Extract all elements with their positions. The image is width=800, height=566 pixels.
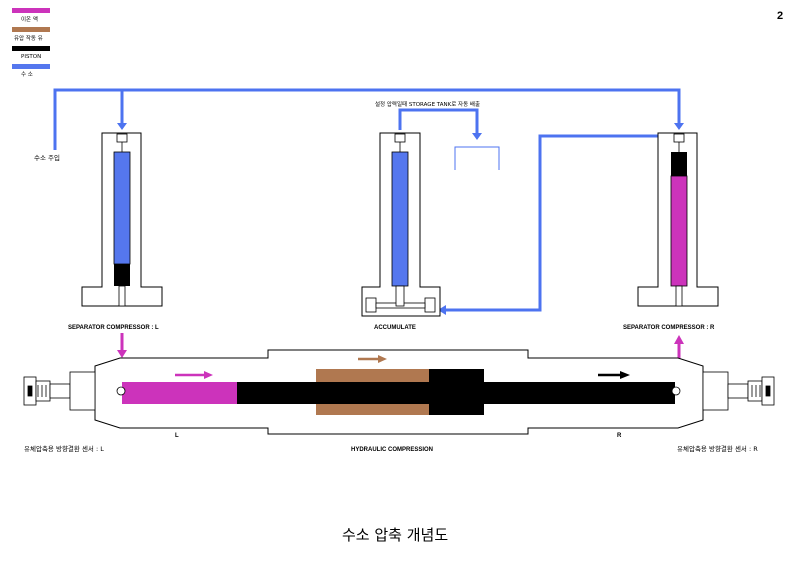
legend-swatch-hydrogen: [12, 64, 50, 69]
sensor-right-label: 유체압축용 방향결환 센서 : R: [677, 444, 758, 453]
hydraulic-compression-label: HYDRAULIC COMPRESSION: [351, 447, 433, 453]
right-feed-arrow: [674, 123, 684, 130]
hydraulic-cylinder: [94, 349, 704, 435]
accumulator-return-pipe: [445, 134, 680, 312]
left-feed-arrow: [117, 123, 127, 130]
piston-motion-arrow: [620, 371, 630, 379]
right-up-arrow: [674, 335, 684, 344]
storage-tank: [454, 146, 500, 170]
side-left-label: L: [175, 433, 179, 439]
legend: 이온 액 유압 작동 유 PISTON 수 소: [12, 8, 50, 78]
accumulate-label: ACCUMULATE: [374, 325, 416, 331]
diagram-title: 수소 압축 개념도: [342, 526, 448, 544]
legend-swatch-piston: [12, 46, 50, 51]
legend-swatch-ion: [12, 8, 50, 13]
sensor-left: [23, 371, 96, 411]
discharge-pipe: [398, 108, 479, 135]
legend-label-piston: PISTON: [21, 54, 41, 60]
side-right-label: R: [617, 433, 622, 439]
separator-left-label: SEPARATOR COMPRESSOR : L: [68, 325, 159, 331]
hydrogen-inlet-label: 수소 주입: [34, 154, 60, 162]
separator-left: [81, 132, 163, 307]
oil-motion-arrow: [378, 355, 387, 363]
legend-label-ion: 이온 액: [21, 15, 38, 23]
page-number: 2: [777, 10, 783, 22]
ion-motion-arrow: [204, 371, 213, 379]
hydrogen-pipes: [53, 88, 681, 312]
inlet-pipe: [53, 88, 681, 150]
accumulator-arrow: [438, 305, 446, 315]
sensor-left-label: 유체압축용 방향결환 센서 : L: [24, 444, 104, 453]
discharge-arrow: [472, 133, 482, 140]
accumulator: [361, 132, 441, 317]
legend-label-oil: 유압 작동 유: [14, 34, 43, 42]
sensor-right: [702, 371, 775, 411]
left-down-arrow: [117, 350, 127, 358]
auto-discharge-label: 설정 압력일때 STORAGE TANK로 자동 배출: [375, 100, 480, 108]
legend-swatch-oil: [12, 27, 50, 32]
separator-right: [637, 132, 719, 307]
legend-label-hydrogen: 수 소: [21, 71, 33, 78]
separator-right-label: SEPARATOR COMPRESSOR : R: [623, 325, 715, 331]
